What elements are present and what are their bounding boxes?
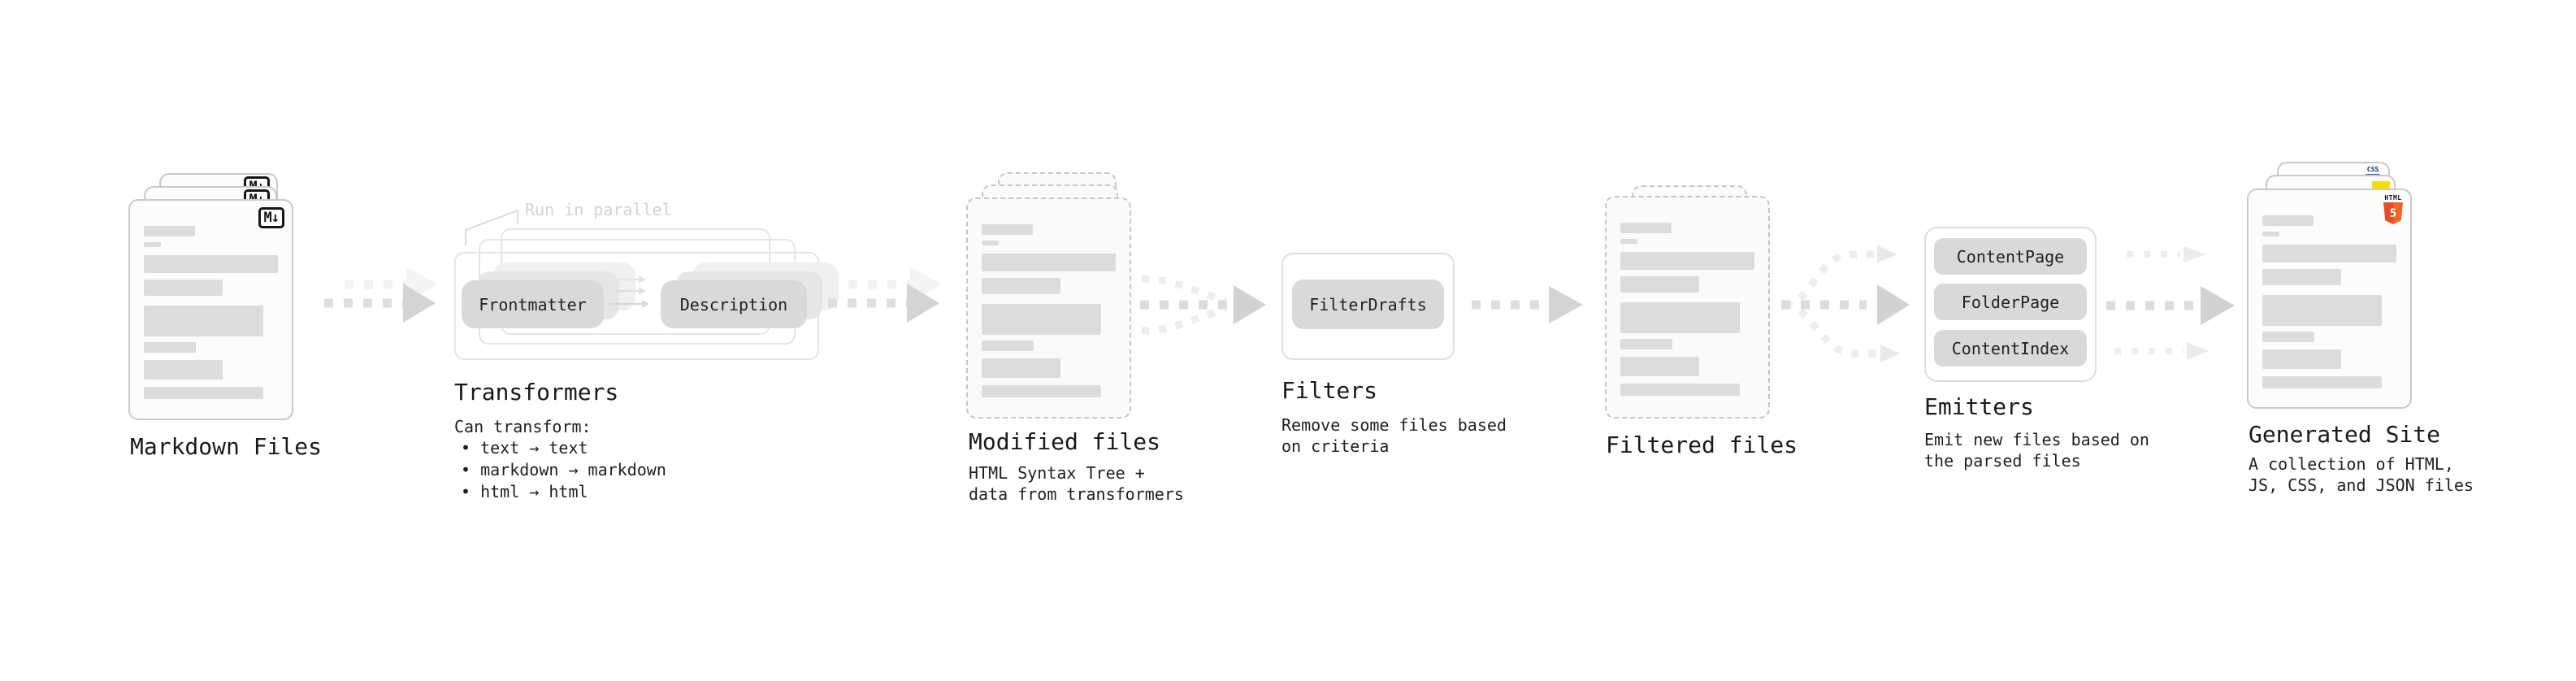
capability-item: • markdown → markdown (461, 460, 666, 479)
placeholder-bar (982, 358, 1060, 378)
placeholder-bar (144, 342, 196, 353)
placeholder-bar (144, 255, 278, 273)
flow-arrow-emitters-to-generated (2106, 246, 2235, 360)
contentpage-pill: ContentPage (1934, 238, 2087, 275)
markdown-file-card: M↓ (128, 199, 293, 420)
placeholder-bar (2262, 215, 2314, 226)
placeholder-bar (982, 278, 1060, 294)
document-placeholder-lines (1620, 223, 1760, 409)
desc-line: Emit new files based on (1924, 430, 2149, 449)
placeholder-bar (2262, 232, 2279, 236)
transform-step-arrows (609, 275, 649, 308)
placeholder-bar (982, 385, 1101, 397)
modified-files-label: Modified files (969, 428, 1161, 455)
transformers-desc-title: Can transform: (454, 417, 592, 436)
run-in-parallel-annotation: Run in parallel (525, 200, 672, 219)
modified-file-card (966, 197, 1131, 419)
modified-files-desc: HTML Syntax Tree + data from transformer… (969, 462, 1184, 505)
placeholder-bar (144, 387, 263, 399)
filtered-files-label: Filtered files (1606, 432, 1798, 458)
markdown-files-label: Markdown Files (130, 433, 323, 460)
placeholder-bar (1620, 223, 1672, 233)
placeholder-bar (144, 360, 223, 380)
transformers-capability-list: • text → text • markdown → markdown • ht… (454, 437, 666, 503)
generated-site-desc: A collection of HTML, JS, CSS, and JSON … (2249, 453, 2474, 496)
placeholder-bar (982, 241, 999, 245)
desc-line: on criteria (1281, 436, 1390, 456)
placeholder-bar (144, 226, 195, 236)
emitters-desc: Emit new files based on the parsed files (1924, 429, 2149, 471)
placeholder-bar (2262, 245, 2396, 262)
html5-icon: HTML 5 (2383, 194, 2404, 224)
placeholder-bar (144, 280, 223, 296)
frontmatter-pill-label: Frontmatter (479, 294, 587, 314)
markdown-icon: M↓ (258, 207, 284, 228)
document-placeholder-lines (2262, 215, 2402, 399)
emitters-label: Emitters (1924, 393, 2034, 420)
desc-line: JS, CSS, and JSON files (2249, 475, 2474, 495)
capability-item: • text → text (461, 438, 588, 458)
filters-label: Filters (1281, 377, 1378, 404)
description-pill: Description (661, 280, 807, 328)
placeholder-bar (1620, 276, 1699, 293)
folderpage-pill-label: FolderPage (1961, 292, 2060, 312)
html5-number: 5 (2389, 206, 2397, 220)
html5-shield: 5 (2383, 202, 2403, 224)
placeholder-bar (1620, 339, 1672, 349)
css-badge-text: CSS (2366, 166, 2379, 173)
contentindex-pill: ContentIndex (1934, 330, 2087, 367)
placeholder-bar (1620, 252, 1754, 270)
desc-line: data from transformers (969, 484, 1184, 504)
filterdrafts-pill-label: FilterDrafts (1309, 294, 1427, 314)
placeholder-bar (982, 254, 1116, 271)
flow-arrow-filtered-to-emitters-fanout (1781, 245, 1910, 362)
placeholder-bar (982, 304, 1101, 335)
placeholder-bar (144, 242, 161, 247)
desc-line: A collection of HTML, (2249, 454, 2454, 474)
placeholder-bar (2262, 376, 2382, 388)
flow-arrow-transformers-to-modified (828, 267, 941, 323)
generated-file-card: HTML 5 (2247, 189, 2412, 409)
description-pill-label: Description (679, 294, 788, 314)
capability-item: • html → html (461, 482, 588, 501)
placeholder-bar (2262, 332, 2314, 342)
filtered-file-card (1605, 196, 1770, 419)
document-placeholder-lines (144, 226, 284, 410)
frontmatter-pill: Frontmatter (462, 280, 604, 328)
placeholder-bar (2262, 269, 2341, 285)
generated-site-label: Generated Site (2249, 421, 2441, 448)
flow-arrow-modified-to-filters-merge (1140, 275, 1266, 335)
flow-arrow-filters-to-filtered (1472, 286, 1583, 323)
placeholder-bar (982, 340, 1034, 351)
document-placeholder-lines (982, 224, 1121, 409)
placeholder-bar (1620, 357, 1699, 376)
contentindex-pill-label: ContentIndex (1951, 338, 2070, 358)
placeholder-bar (144, 306, 263, 336)
filterdrafts-pill: FilterDrafts (1292, 280, 1444, 329)
desc-line: HTML Syntax Tree + (969, 463, 1145, 483)
placeholder-bar (1620, 239, 1637, 244)
flow-arrow-markdown-to-transformers (324, 267, 437, 323)
contentpage-pill-label: ContentPage (1956, 246, 2065, 267)
placeholder-bar (2262, 349, 2341, 369)
folderpage-pill: FolderPage (1934, 284, 2087, 320)
js-file-icon (2372, 181, 2390, 189)
desc-line: the parsed files (1924, 451, 2081, 471)
placeholder-bar (1620, 384, 1740, 396)
transformers-label: Transformers (454, 379, 619, 406)
placeholder-bar (2262, 295, 2382, 326)
run-in-parallel-leader-line (465, 209, 518, 245)
filters-desc: Remove some files based on criteria (1281, 414, 1507, 457)
html5-word: HTML (2384, 194, 2402, 202)
desc-line: Remove some files based (1281, 415, 1507, 435)
placeholder-bar (982, 224, 1033, 235)
placeholder-bar (1620, 302, 1740, 333)
